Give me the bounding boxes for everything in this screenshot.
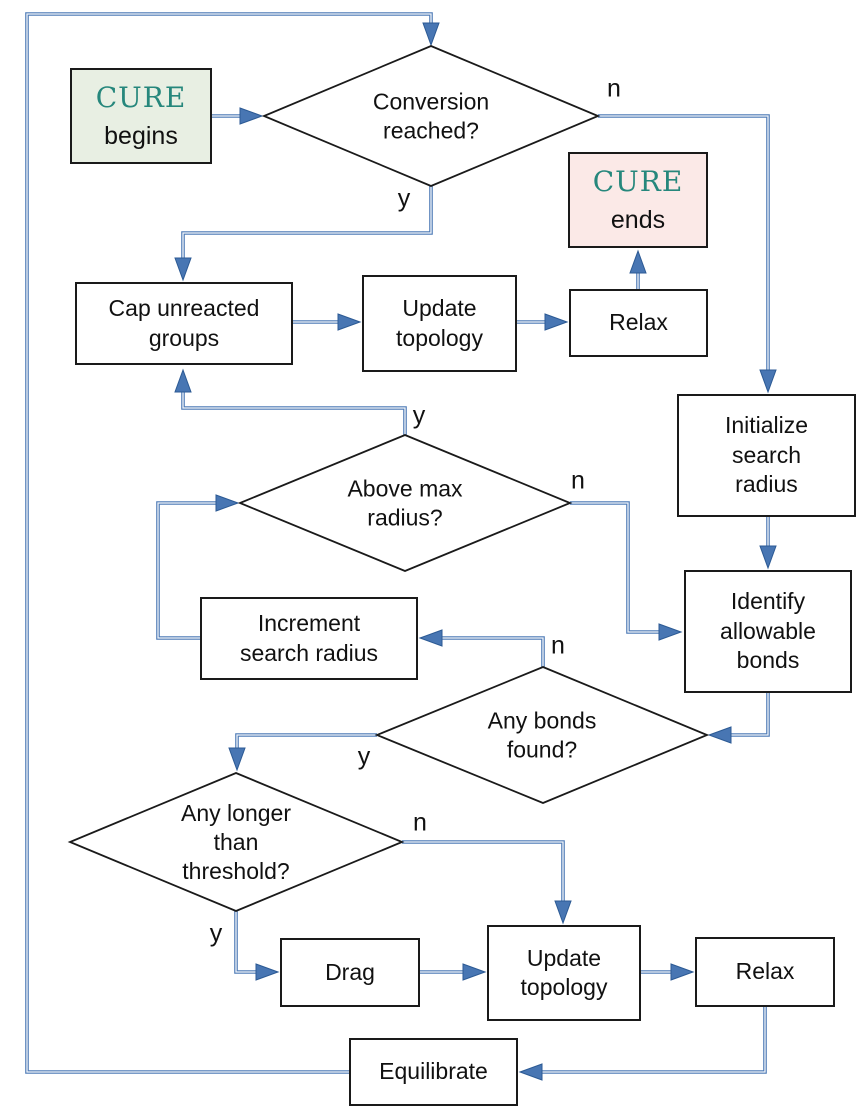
branch-label-anylonger-no: n bbox=[413, 808, 427, 837]
arrow-icon bbox=[462, 963, 487, 981]
node-update-topology-1: Update topology bbox=[362, 275, 517, 372]
node-identify-allowable-bonds: Identify allowable bonds bbox=[684, 570, 852, 693]
node-cure-ends: CURE ends bbox=[568, 152, 708, 248]
edge-abovemax-yes bbox=[181, 388, 407, 437]
arrow-icon bbox=[418, 629, 443, 647]
branch-label-anylonger-yes: y bbox=[209, 919, 223, 948]
node-update-topology-2: Update topology bbox=[487, 925, 641, 1021]
arrow-icon bbox=[658, 623, 683, 641]
arrow-icon bbox=[670, 963, 695, 981]
decision-any-longer-threshold bbox=[67, 772, 405, 912]
arrow-icon bbox=[337, 313, 362, 331]
node-relax-1: Relax bbox=[569, 289, 708, 357]
branch-label-anybonds-yes: y bbox=[357, 742, 371, 771]
edge-identify-to-anybonds bbox=[727, 691, 770, 737]
arrow-icon bbox=[518, 1063, 543, 1081]
arrow-icon bbox=[554, 900, 572, 925]
edge-anybonds-no bbox=[438, 636, 545, 669]
node-cure-begins: CURE begins bbox=[70, 68, 212, 164]
branch-label-conversion-yes: y bbox=[397, 184, 411, 213]
decision-conversion-reached bbox=[261, 45, 601, 187]
node-drag: Drag bbox=[280, 938, 420, 1007]
arrow-icon bbox=[759, 369, 777, 394]
edge-anybonds-yes bbox=[235, 733, 379, 752]
edge-anylonger-yes bbox=[234, 909, 260, 974]
arrow-icon bbox=[239, 107, 264, 125]
arrow-icon bbox=[544, 313, 569, 331]
node-relax-2: Relax bbox=[695, 937, 835, 1007]
arrow-icon bbox=[255, 963, 280, 981]
node-cap-unreacted-groups: Cap unreacted groups bbox=[75, 282, 293, 365]
cure-begins-subtitle: begins bbox=[104, 121, 178, 150]
edge-conversion-yes bbox=[181, 184, 433, 262]
arrow-icon bbox=[228, 747, 246, 772]
arrow-icon bbox=[629, 249, 647, 274]
branch-label-anybonds-no: n bbox=[551, 631, 565, 660]
arrow-icon bbox=[707, 726, 732, 744]
branch-label-conversion-no: n bbox=[607, 74, 621, 103]
arrow-icon bbox=[174, 368, 192, 393]
arrow-icon bbox=[215, 494, 240, 512]
arrow-icon bbox=[174, 257, 192, 282]
decision-any-bonds-found bbox=[374, 666, 710, 804]
branch-label-abovemax-no: n bbox=[571, 466, 585, 495]
arrow-icon bbox=[422, 22, 440, 47]
node-equilibrate: Equilibrate bbox=[349, 1038, 518, 1106]
arrow-icon bbox=[759, 545, 777, 570]
edge-abovemax-no bbox=[568, 501, 663, 634]
decision-above-max-radius bbox=[237, 434, 573, 572]
node-initialize-search-radius: Initialize search radius bbox=[677, 394, 856, 517]
node-increment-search-radius: Increment search radius bbox=[200, 597, 418, 680]
cure-ends-title: CURE bbox=[592, 165, 684, 199]
cure-begins-title: CURE bbox=[95, 81, 187, 115]
cure-ends-subtitle: ends bbox=[610, 205, 666, 234]
branch-label-abovemax-yes: y bbox=[412, 401, 426, 430]
arrowheads bbox=[174, 22, 777, 1081]
edge-anylonger-no bbox=[400, 840, 565, 905]
